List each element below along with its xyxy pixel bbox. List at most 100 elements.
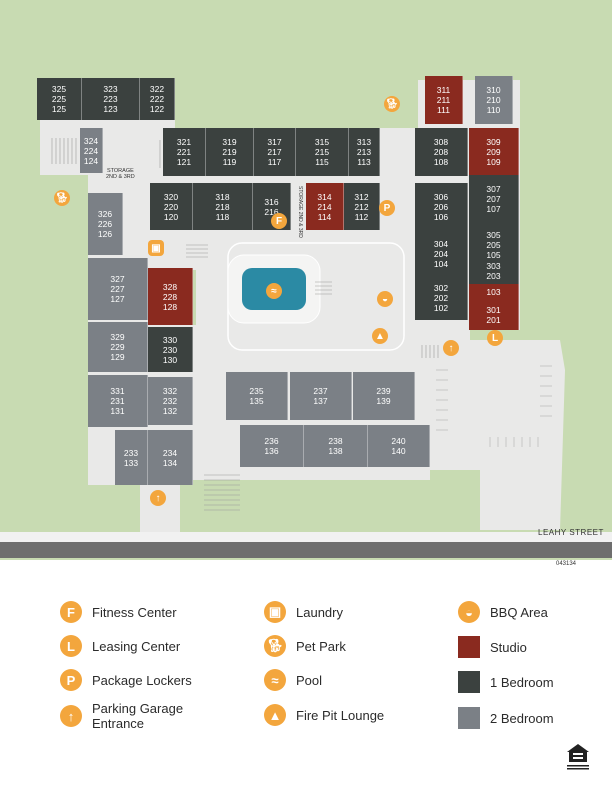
unit-number: 304 (433, 238, 449, 249)
unit-number: 239 (376, 386, 391, 396)
parking-garage-entrance-icon[interactable]: ↑ (150, 490, 166, 506)
bbq-area-icon[interactable]: ◒ (377, 291, 393, 307)
unit-number: 107 (486, 203, 501, 214)
legend-pet-park: 🐕︎ Pet Park (264, 635, 346, 657)
pet-park-icon[interactable]: 🐕︎ (54, 190, 70, 206)
building-103[interactable]: 103 (469, 284, 519, 300)
unit-number: 106 (433, 212, 449, 222)
unit-number: 220 (163, 201, 179, 212)
unit-number: 235 (249, 386, 264, 396)
leasing-center-icon: L (60, 635, 82, 657)
legend-one-bedroom: 1 Bedroom (458, 671, 554, 693)
pool-icon[interactable]: ≈ (266, 283, 282, 299)
legend-bbq-area: ◒ BBQ Area (458, 601, 548, 623)
grass-patch (180, 484, 238, 532)
legend-label: Studio (490, 639, 527, 655)
legend: F Fitness Center L Leasing Center P Pack… (0, 560, 612, 792)
unit-number: 323 (103, 84, 118, 94)
unit-number: 313 (356, 137, 372, 147)
parking-garage-entrance-icon[interactable]: ↑ (443, 340, 459, 356)
unit-number: 326 (97, 209, 113, 219)
parking-stripes (436, 365, 552, 447)
fitness-center-icon[interactable]: F (271, 213, 287, 229)
unit-number: 205 (486, 239, 501, 250)
leasing-center-icon[interactable]: L (487, 330, 503, 346)
legend-label: Parking Garage Entrance (92, 701, 184, 731)
leahy-street-road[interactable] (0, 542, 612, 558)
unit-number: 130 (162, 354, 178, 365)
unit-number: 312 (354, 191, 369, 202)
legend-label: BBQ Area (490, 604, 548, 620)
pet-park-icon[interactable]: 🐕︎ (384, 96, 400, 112)
unit-number: 104 (433, 258, 449, 269)
unit-number: 212 (354, 201, 369, 212)
parking-garage-entrance-icon: ↑ (60, 705, 82, 727)
unit-number: 329 (110, 332, 125, 342)
unit-number: 126 (97, 229, 113, 239)
unit-number: 302 (433, 283, 449, 293)
unit-number: 214 (317, 201, 332, 212)
laundry-icon[interactable]: ▣ (148, 240, 164, 256)
unit-number: 327 (110, 274, 125, 284)
unit-number: 110 (486, 105, 501, 115)
package-lockers-icon[interactable]: P (379, 200, 395, 216)
studio-swatch (458, 636, 480, 658)
unit-number: 325 (51, 84, 67, 94)
fire-pit-lounge-icon[interactable]: ▲ (372, 328, 388, 344)
unit-number: 134 (162, 457, 178, 468)
legend-label: Laundry (296, 604, 343, 620)
unit-number: 321 (176, 137, 192, 147)
unit-number: 315 (314, 137, 330, 147)
unit-number: 332 (162, 386, 178, 396)
unit-number: 129 (110, 352, 125, 362)
unit-number: 324 (83, 135, 99, 146)
unit-number: 305 (486, 229, 501, 240)
unit-number: 103 (486, 287, 501, 297)
legend-leasing-center: L Leasing Center (60, 635, 180, 657)
unit-number: 236 (264, 436, 279, 446)
storage-label-line-2: 2ND & 3RD (106, 174, 135, 180)
pool-icon: ≈ (264, 669, 286, 691)
unit-number: 210 (486, 95, 501, 105)
unit-number: 308 (433, 137, 449, 147)
unit-number: 223 (103, 94, 118, 104)
